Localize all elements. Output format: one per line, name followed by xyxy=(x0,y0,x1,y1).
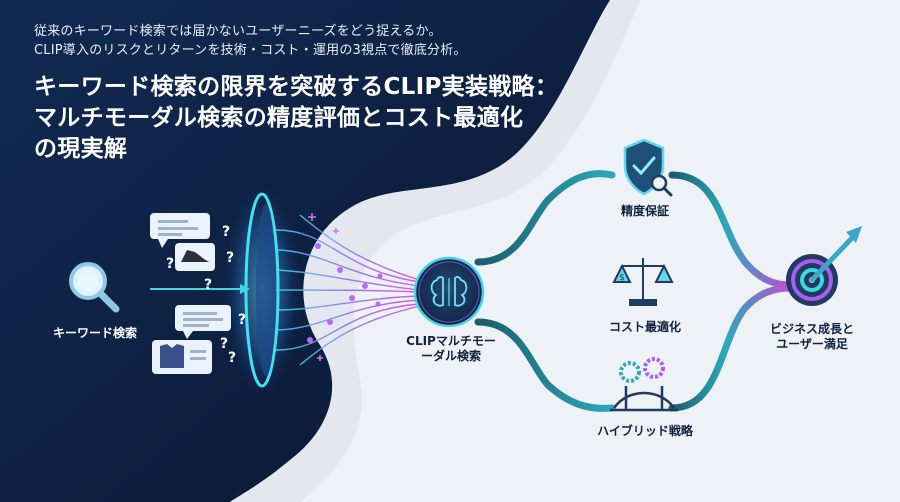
neural-flow-lines xyxy=(275,214,421,366)
brain-chip-icon xyxy=(413,256,485,328)
balance-scale-icon: $ xyxy=(612,258,674,306)
gears-bridge-icon xyxy=(610,357,678,412)
dark-background xyxy=(0,0,610,502)
shirt-icon xyxy=(152,340,212,374)
question-mark: ? xyxy=(166,256,174,272)
question-mark: ? xyxy=(226,250,234,266)
lens-inner xyxy=(256,204,276,376)
business-growth-label: ビジネス成長と ユーザー満足 xyxy=(769,322,854,351)
sparkle-marks xyxy=(308,213,339,361)
target-arrow-icon xyxy=(786,226,862,306)
question-mark: ? xyxy=(204,277,212,293)
accuracy-label: 精度保証 xyxy=(620,204,669,218)
shield-check-icon xyxy=(623,138,673,197)
shoe-icon xyxy=(175,243,215,271)
svg-text:$: $ xyxy=(619,273,625,283)
cost-optimization-label: コスト最適化 xyxy=(608,320,681,334)
light-wave-shade xyxy=(230,0,640,502)
subtitle: 従来のキーワード検索では届かないユーザーニーズをどう捉えるか。 CLIP導入のリ… xyxy=(34,24,467,58)
chat-bubble-icon xyxy=(150,213,210,248)
clip-search-label: CLIPマルチモー ーダル検索 xyxy=(406,334,496,363)
question-mark: ? xyxy=(222,224,230,240)
flow-nodes xyxy=(307,243,383,343)
question-mark: ? xyxy=(238,312,246,328)
strategy-paths xyxy=(474,170,794,412)
hybrid-strategy-label: ハイブリッド戦略 xyxy=(597,424,693,438)
magnifier-icon xyxy=(69,262,120,313)
query-question-marks: ? ? ? ? ? ? ? xyxy=(166,224,246,366)
keyword-search-label: キーワード検索 xyxy=(52,326,137,340)
keyword-arrowhead xyxy=(240,284,250,294)
question-mark: ? xyxy=(220,336,228,352)
page-title: キーワード検索の限界を突破するCLIP実装戦略： マルチモーダル検索の精度評価と… xyxy=(34,74,559,162)
question-mark: ? xyxy=(228,350,236,366)
chat-bubble-icon xyxy=(175,305,231,339)
